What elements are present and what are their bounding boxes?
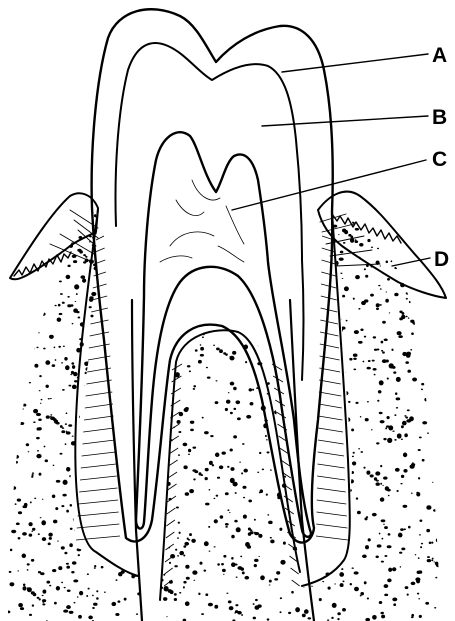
label-d: D [434, 248, 449, 271]
leader-line-a [282, 54, 428, 72]
nerve-right [290, 300, 314, 621]
leader-line-c [232, 160, 426, 210]
alveolar-bone [6, 199, 446, 621]
gingiva [10, 192, 446, 298]
bone-stipple [298, 209, 446, 621]
leader-line-b [262, 116, 428, 126]
nerve-left [132, 300, 142, 621]
label-b: B [432, 106, 447, 129]
bone-stipple [6, 199, 141, 621]
label-c: C [432, 148, 447, 171]
label-a: A [432, 44, 447, 67]
